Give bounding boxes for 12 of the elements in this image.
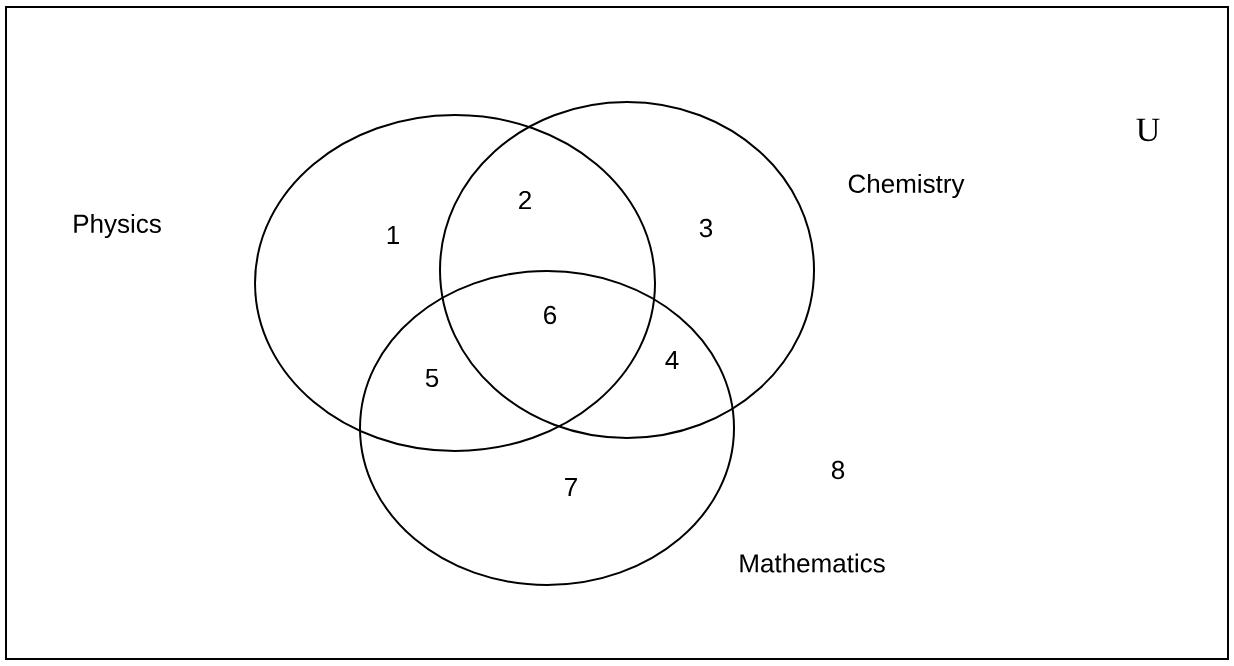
set-label: Mathematics (740, 553, 885, 573)
region-number: 8 (831, 460, 845, 480)
region-number: 4 (665, 351, 679, 369)
universe-label: U (1136, 118, 1160, 142)
region-number: 1 (387, 226, 399, 244)
region-number: 6 (544, 305, 557, 325)
set-label: Physics (74, 213, 161, 239)
region-number: 5 (425, 368, 439, 388)
region-number: 3 (699, 218, 713, 238)
set-label: Chemistry (848, 173, 965, 199)
region-number: 7 (565, 478, 577, 496)
region-number: 2 (519, 190, 531, 210)
